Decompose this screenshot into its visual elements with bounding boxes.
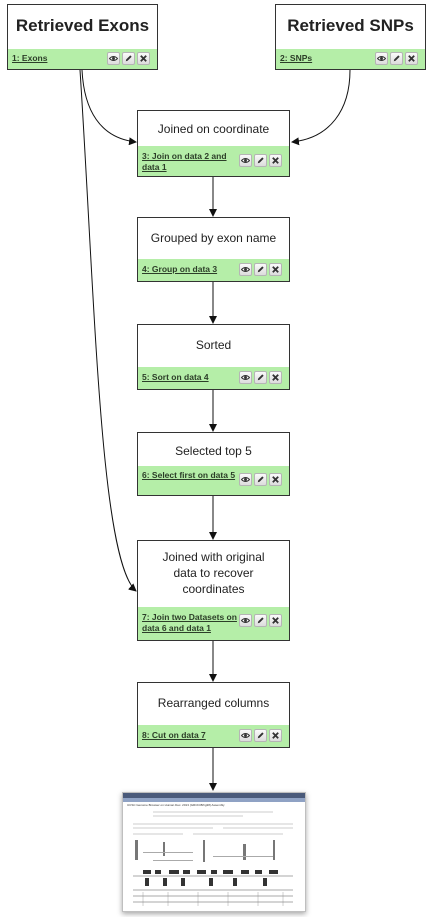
node-selected-top-5[interactable]: Selected top 5 6: Select first on data 5 xyxy=(137,432,290,496)
node-retrieved-snps[interactable]: Retrieved SNPs 2: SNPs xyxy=(275,4,426,70)
x-icon[interactable] xyxy=(137,52,150,65)
genome-browser-thumbnail: UCSC Genome Browser on Human Dec. 2013 (… xyxy=(122,792,306,912)
eye-icon[interactable] xyxy=(239,729,252,742)
pencil-icon[interactable] xyxy=(254,729,267,742)
node-title: Sorted xyxy=(195,338,232,352)
dataset-link[interactable]: 1: Exons xyxy=(12,53,48,63)
node-grouped-by-exon-name[interactable]: Grouped by exon name 4: Group on data 3 xyxy=(137,217,290,282)
dataset-link[interactable]: 5: Sort on data 4 xyxy=(142,372,209,382)
node-title: Retrieved SNPs xyxy=(287,16,414,35)
browser-tracks-graphic xyxy=(133,811,293,906)
pencil-icon[interactable] xyxy=(254,154,267,167)
dataset-link[interactable]: 8: Cut on data 7 xyxy=(142,730,206,740)
node-footer: 6: Select first on data 5 xyxy=(138,466,289,495)
eye-icon[interactable] xyxy=(239,473,252,486)
browser-title: UCSC Genome Browser on Human Dec. 2013 (… xyxy=(127,803,225,807)
node-sorted[interactable]: Sorted 5: Sort on data 4 xyxy=(137,324,290,390)
pencil-icon[interactable] xyxy=(254,263,267,276)
node-joined-on-coordinate[interactable]: Joined on coordinate 3: Join on data 2 a… xyxy=(137,110,290,177)
x-icon[interactable] xyxy=(405,52,418,65)
node-rearranged-columns[interactable]: Rearranged columns 8: Cut on data 7 xyxy=(137,682,290,748)
pencil-icon[interactable] xyxy=(254,473,267,486)
dataset-link[interactable]: 4: Group on data 3 xyxy=(142,264,218,274)
node-footer: 1: Exons xyxy=(8,49,157,69)
x-icon[interactable] xyxy=(269,263,282,276)
eye-icon[interactable] xyxy=(107,52,120,65)
dataset-link[interactable]: 7: Join two Datasets on data 6 and data … xyxy=(142,612,237,633)
eye-icon[interactable] xyxy=(239,263,252,276)
node-footer: 7: Join two Datasets on data 6 and data … xyxy=(138,607,289,640)
eye-icon[interactable] xyxy=(239,614,252,627)
node-footer: 4: Group on data 3 xyxy=(138,259,289,281)
pencil-icon[interactable] xyxy=(254,614,267,627)
node-title: Joined on coordinate xyxy=(157,122,270,136)
node-title: Selected top 5 xyxy=(175,444,252,458)
x-icon[interactable] xyxy=(269,614,282,627)
node-retrieved-exons[interactable]: Retrieved Exons 1: Exons xyxy=(7,4,158,70)
dataset-link[interactable]: 3: Join on data 2 and data 1 xyxy=(142,151,227,172)
node-footer: 2: SNPs xyxy=(276,49,425,69)
x-icon[interactable] xyxy=(269,729,282,742)
pencil-icon[interactable] xyxy=(390,52,403,65)
node-footer: 5: Sort on data 4 xyxy=(138,367,289,389)
browser-menu-bar xyxy=(123,793,305,798)
pencil-icon[interactable] xyxy=(254,371,267,384)
node-joined-with-original[interactable]: Joined with original data to recover coo… xyxy=(137,540,290,641)
eye-icon[interactable] xyxy=(239,371,252,384)
node-title: Joined with original data to recover coo… xyxy=(162,550,265,596)
dataset-link[interactable]: 6: Select first on data 5 xyxy=(142,470,236,480)
pencil-icon[interactable] xyxy=(122,52,135,65)
edge-snps-to-join xyxy=(291,69,351,146)
x-icon[interactable] xyxy=(269,473,282,486)
node-title: Retrieved Exons xyxy=(15,16,150,35)
edge-exons-to-join xyxy=(81,69,137,146)
edge-exons-to-join-original xyxy=(79,69,137,592)
node-footer: 8: Cut on data 7 xyxy=(138,725,289,747)
eye-icon[interactable] xyxy=(375,52,388,65)
browser-nav-bar xyxy=(123,798,305,802)
dataset-link[interactable]: 2: SNPs xyxy=(280,53,313,63)
eye-icon[interactable] xyxy=(239,154,252,167)
x-icon[interactable] xyxy=(269,371,282,384)
x-icon[interactable] xyxy=(269,154,282,167)
node-title: Rearranged columns xyxy=(157,696,270,710)
node-title: Grouped by exon name xyxy=(150,231,277,245)
node-footer: 3: Join on data 2 and data 1 xyxy=(138,146,289,176)
